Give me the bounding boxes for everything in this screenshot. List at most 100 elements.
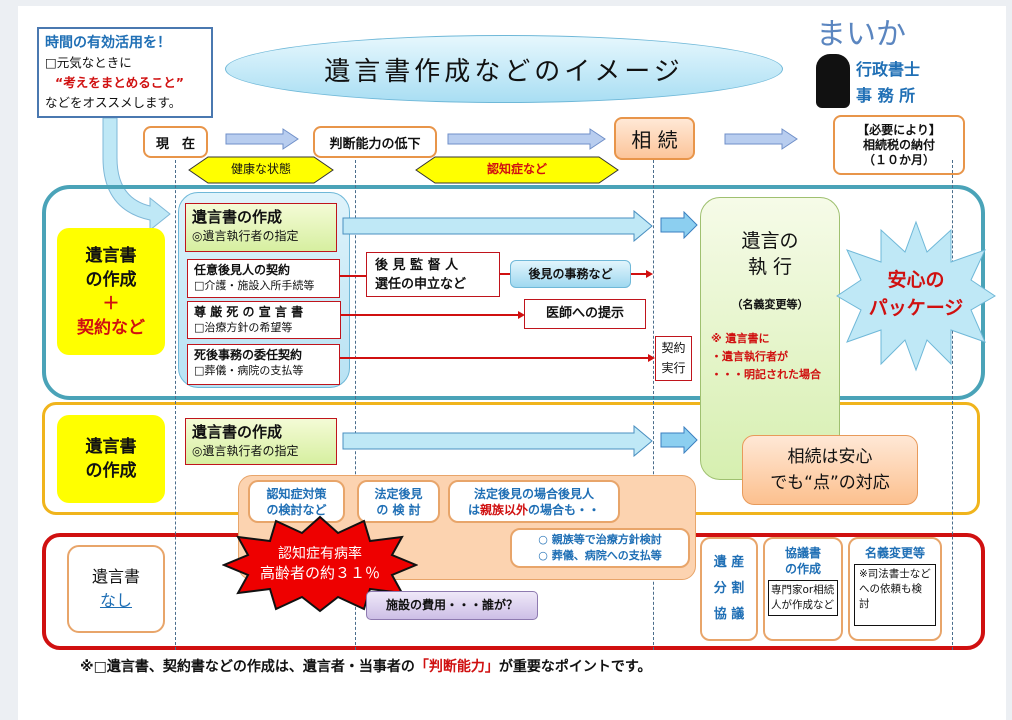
box-line: 実行	[661, 361, 686, 375]
guardian-case-box: 法定後見の場合後見人は親族以外の場合も・・	[448, 480, 620, 523]
row2-label: 遺言書の作成	[57, 415, 165, 503]
legal-guardian-box: 法定後見の 検 討	[357, 480, 440, 523]
box-line: 名義変更等	[864, 546, 925, 560]
arrow-right-icon	[447, 128, 606, 150]
dashed-line	[952, 160, 953, 650]
execution-title: 執 行	[747, 256, 793, 278]
box-sub: □介護・施設入所手続等	[194, 279, 315, 292]
arrow-right-icon	[724, 128, 798, 150]
row1-label: 遺言書の作成＋契約など	[57, 228, 165, 355]
text: は	[467, 502, 480, 517]
box-title: 死後事務の委任契約	[194, 348, 303, 362]
timeline-inheritance: 相 続	[614, 117, 695, 160]
logo-line: 行政書士	[856, 60, 921, 79]
timeline-now: 現 在	[143, 126, 208, 158]
box-title: 遺言書の作成	[192, 423, 283, 441]
box-sub: ◎遺言執行者の指定	[192, 229, 299, 243]
execution-title: 遺言の	[741, 230, 799, 252]
row3-label: 遺言書なし	[67, 545, 165, 633]
box-sub: □葬儀・病院の支払等	[194, 364, 304, 377]
intro-title: 時間の有効活用を！	[45, 35, 171, 51]
name-change-box: 名義変更等 ※司法書士などへの依頼も検討	[848, 537, 942, 641]
box-line: 法定後見	[374, 486, 423, 501]
options-box: ○ 親族等で治療方針検討 ○ 葬儀、病院への支払等	[510, 528, 690, 568]
label-line: の作成	[85, 461, 137, 481]
box-sub: □治療方針の希望等	[194, 321, 293, 334]
box-line: 遺 産	[713, 555, 745, 570]
box-line: の 検 討	[376, 502, 421, 517]
estate-division-box: 遺 産分 割協 議	[700, 537, 758, 641]
will-creation-box: 遺言書の作成 ◎遺言執行者の指定	[185, 203, 337, 252]
label-line: 遺言書	[85, 437, 137, 457]
note-line: ・・・明記された場合	[711, 368, 821, 381]
will-creation-box-2: 遺言書の作成 ◎遺言執行者の指定	[185, 418, 337, 465]
tax-line: （１０か月）	[862, 152, 935, 167]
note-line: ※ 遺言書に	[711, 332, 770, 345]
package-label: 安心のパッケージ	[835, 266, 997, 322]
box-line: 法定後見の場合後見人	[473, 486, 594, 501]
intro-box: 時間の有効活用を！ □元気なときに “考えをまとめること” などをオススメします…	[37, 27, 213, 118]
starburst-dementia-rate	[222, 515, 418, 613]
package-line: パッケージ	[868, 297, 964, 319]
supervisor-box: 後 見 監 督 人選任の申立など	[366, 252, 500, 297]
execution-sub: （名義変更等）	[731, 298, 809, 311]
timeline-tax: 【必要により】相続税の納付（１０か月）	[833, 115, 965, 175]
arrow-right-icon	[225, 128, 299, 150]
box-line: 契約	[661, 341, 686, 355]
dog-icon	[816, 54, 850, 108]
dashed-line	[175, 160, 176, 650]
dementia-label: 認知症など	[486, 162, 547, 176]
big-arrow-icon	[342, 425, 653, 457]
label-line: 契約など	[77, 317, 145, 338]
tax-line: 相続税の納付	[862, 137, 935, 152]
facility-cost-box: 施設の費用・・・誰が？	[366, 591, 538, 620]
starburst-package	[836, 220, 996, 372]
page-title: 遺言書作成などのイメージ	[324, 56, 684, 87]
agreement-box: 協議書の作成 専門家or相続人が作成など	[763, 537, 843, 641]
small-arrow-icon	[660, 211, 698, 239]
footer-highlight: 「判断能力」	[414, 659, 499, 675]
box-line: 分 割	[713, 581, 745, 596]
note-line: ・遺言執行者が	[711, 350, 788, 363]
dementia-rate-label: 認知症有病率高齢者の約３１％	[222, 545, 418, 583]
text-red: 親族以外	[479, 502, 528, 517]
intro-line: などをオススメします。	[45, 95, 182, 110]
big-arrow-icon	[342, 210, 653, 242]
agreement-note: 専門家or相続人が作成など	[768, 580, 838, 616]
box-line: ○ 葬儀、病院への支払等	[538, 549, 662, 562]
footer-text: が重要なポイントです。	[498, 659, 652, 675]
relief-box: 相続は安心でも“点”の対応	[742, 435, 918, 505]
box-line: 選任の申立など	[375, 277, 467, 292]
hexagon-dementia	[415, 156, 619, 184]
box-line: 認知症対策	[266, 486, 327, 501]
logo: まいか 行政書士 事 務 所	[812, 18, 937, 113]
doctor-box: 医師への提示	[524, 299, 646, 329]
post-death-box: 死後事務の委任契約 □葬儀・病院の支払等	[187, 344, 340, 385]
will-execution-box: 遺言の 執 行 （名義変更等） ※ 遺言書に・遺言執行者が・・・明記された場合	[700, 197, 840, 480]
logo-name: まいか	[816, 17, 906, 52]
logo-line: 事 務 所	[856, 86, 916, 105]
box-line: 協 議	[713, 607, 745, 622]
footer-text: ※□遺言書、契約書などの作成は、遺言者・当事者の	[80, 659, 415, 675]
intro-highlight: “考えをまとめること”	[55, 75, 184, 90]
label-line: なし	[99, 591, 132, 610]
small-arrow-icon	[660, 426, 698, 454]
box-line: の作成	[784, 562, 821, 576]
timeline-decline: 判断能力の低下	[313, 126, 437, 158]
name-change-note: ※司法書士などへの依頼も検討	[854, 564, 936, 626]
box-title: 任意後見人の契約	[194, 263, 291, 277]
package-line: 安心の	[887, 269, 945, 291]
box-line: ○ 親族等で治療方針検討	[538, 533, 662, 546]
relief-line: 相続は安心	[787, 447, 873, 467]
box-title: 尊 厳 死 の 宣 言 書	[194, 305, 304, 319]
relief-line: でも“点”の対応	[770, 473, 890, 493]
intro-line: □元気なときに	[45, 55, 132, 70]
guardian-work-box: 後見の事務など	[510, 260, 631, 288]
dignity-death-box: 尊 厳 死 の 宣 言 書 □治療方針の希望等	[187, 301, 341, 339]
dashed-line	[355, 160, 356, 650]
box-line: は親族以外の場合も・・	[450, 502, 618, 518]
execution-note: ※ 遺言書に・遺言執行者が・・・明記された場合	[701, 330, 839, 384]
hexagon-healthy	[188, 156, 334, 184]
